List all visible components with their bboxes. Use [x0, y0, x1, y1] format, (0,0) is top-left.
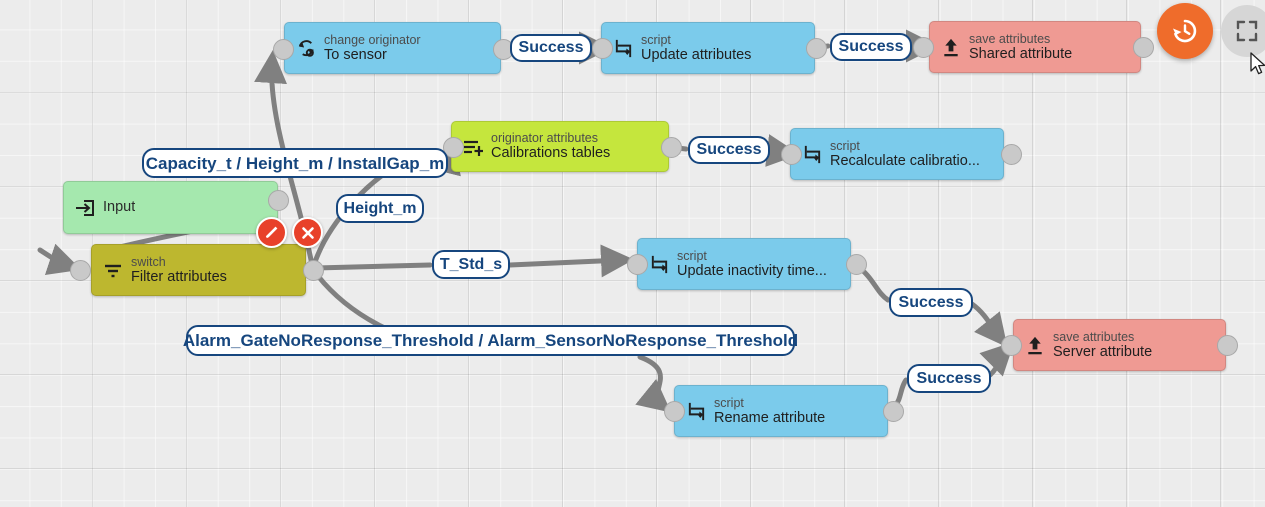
node-type: script	[714, 395, 744, 410]
node-type: change originator	[324, 32, 421, 47]
node-port[interactable]	[592, 38, 613, 59]
node-type: script	[677, 248, 707, 263]
node-port[interactable]	[1001, 144, 1022, 165]
node-name: Filter attributes	[131, 268, 227, 285]
node-name: Server attribute	[1053, 343, 1153, 360]
node-port[interactable]	[1217, 335, 1238, 356]
node-update-inactivity-timeout[interactable]: script Update inactivity time...	[637, 238, 851, 290]
relation-label-success[interactable]: Success	[889, 288, 973, 317]
node-port[interactable]	[846, 254, 867, 275]
script-icon	[612, 37, 634, 59]
node-type: save attributes	[969, 31, 1051, 46]
node-change-originator[interactable]: change originator To sensor	[284, 22, 501, 74]
input-arrow-icon	[74, 197, 96, 219]
node-name: To sensor	[324, 46, 387, 63]
node-originator-attributes[interactable]: originator attributes Calibrations table…	[451, 121, 669, 172]
save-attributes-icon	[940, 36, 962, 58]
node-type: originator attributes	[491, 131, 599, 146]
node-update-attributes[interactable]: script Update attributes	[601, 22, 815, 74]
node-save-shared-attribute[interactable]: save attributes Shared attribute	[929, 21, 1141, 73]
mouse-cursor	[1250, 52, 1265, 83]
script-icon	[801, 143, 823, 165]
node-type: save attributes	[1053, 329, 1135, 344]
node-port[interactable]	[268, 190, 289, 211]
node-port[interactable]	[627, 254, 648, 275]
node-port[interactable]	[913, 37, 934, 58]
switch-icon	[102, 259, 124, 281]
node-input[interactable]: Input	[63, 181, 278, 234]
fullscreen-button[interactable]	[1221, 5, 1265, 57]
node-port[interactable]	[883, 401, 904, 422]
node-port[interactable]	[273, 39, 294, 60]
node-recalculate-calibration[interactable]: script Recalculate calibratio...	[790, 128, 1004, 180]
change-originator-icon	[295, 37, 317, 59]
version-history-button[interactable]	[1157, 3, 1213, 59]
node-port[interactable]	[303, 260, 324, 281]
node-name: Update inactivity time...	[677, 262, 827, 279]
relation-label-alarm-thresholds[interactable]: Alarm_GateNoResponse_Threshold / Alarm_S…	[183, 325, 798, 356]
node-name: Input	[103, 199, 136, 216]
delete-node-button[interactable]	[292, 217, 323, 248]
relation-label-success[interactable]: Success	[830, 33, 912, 61]
node-port[interactable]	[781, 144, 802, 165]
node-type: switch	[131, 254, 166, 269]
node-type: script	[641, 32, 671, 47]
node-port[interactable]	[70, 260, 91, 281]
relation-label-height-m[interactable]: Height_m	[336, 194, 424, 223]
node-rename-attribute[interactable]: script Rename attribute	[674, 385, 888, 437]
node-port[interactable]	[806, 38, 827, 59]
relation-label-capacity-height-installgap[interactable]: Capacity_t / Height_m / InstallGap_m	[142, 148, 448, 178]
originator-attributes-icon	[462, 136, 484, 158]
node-port[interactable]	[1001, 335, 1022, 356]
node-type: script	[830, 138, 860, 153]
script-icon	[685, 400, 707, 422]
node-port[interactable]	[661, 137, 682, 158]
save-attributes-icon	[1024, 334, 1046, 356]
relation-label-success[interactable]: Success	[688, 136, 770, 164]
node-port[interactable]	[664, 401, 685, 422]
edit-node-button[interactable]	[256, 217, 287, 248]
node-filter-attributes[interactable]: switch Filter attributes	[91, 244, 306, 296]
node-name: Update attributes	[641, 46, 752, 63]
node-port[interactable]	[1133, 37, 1154, 58]
node-name: Recalculate calibratio...	[830, 152, 980, 169]
node-name: Shared attribute	[969, 45, 1073, 62]
node-name: Calibrations tables	[491, 145, 611, 162]
relation-label-t-std-s[interactable]: T_Std_s	[432, 250, 510, 279]
relation-label-success[interactable]: Success	[510, 34, 592, 62]
node-name: Rename attribute	[714, 409, 826, 426]
node-save-server-attribute[interactable]: save attributes Server attribute	[1013, 319, 1226, 371]
script-icon	[648, 253, 670, 275]
relation-label-success[interactable]: Success	[907, 364, 991, 393]
